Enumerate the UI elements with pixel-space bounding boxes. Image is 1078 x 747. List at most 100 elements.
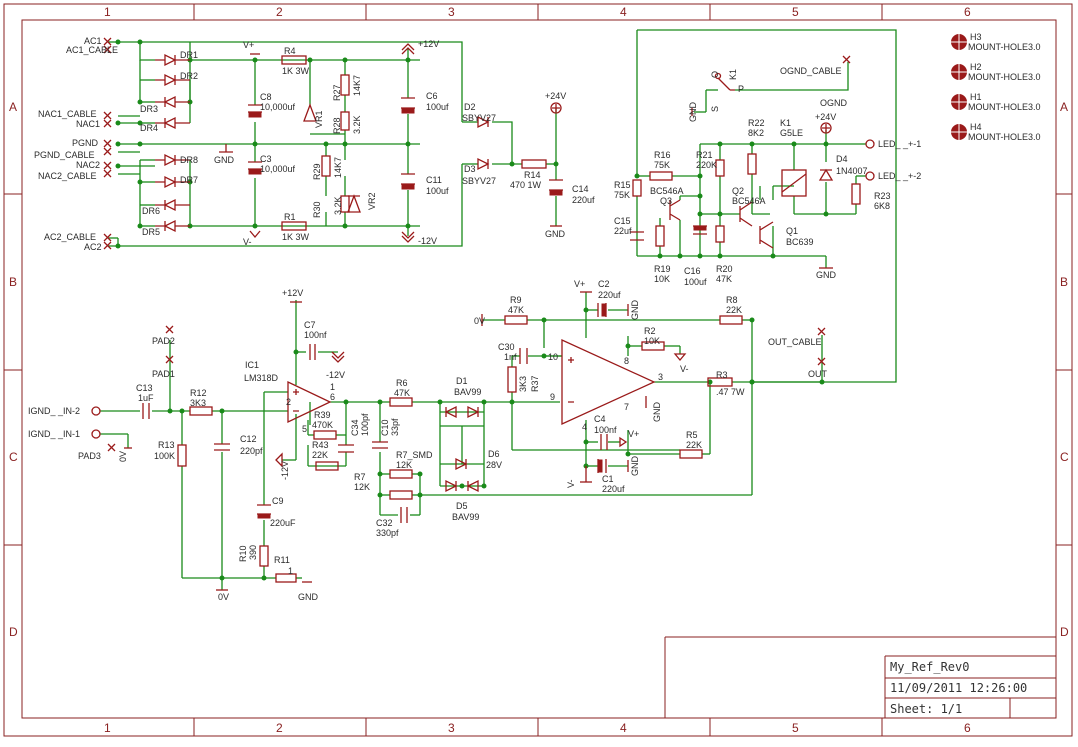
resistor-icon — [655, 225, 665, 247]
capacitor-plate-icon — [601, 303, 607, 317]
r16-value: 75K — [654, 160, 670, 170]
col-label: 4 — [620, 721, 627, 735]
resistor-icon — [340, 74, 350, 96]
h3-label: H3 — [970, 32, 982, 42]
r1-value: 1K 3W — [282, 232, 310, 242]
transistor-icon — [759, 221, 774, 249]
k1-o-label: O — [710, 71, 720, 78]
r7-value: 12K — [354, 482, 370, 492]
c15-label: C15 — [614, 216, 631, 226]
op-amp-icon — [561, 338, 656, 426]
drawing-frame — [3, 3, 1073, 737]
ognd-label: OGND — [820, 98, 848, 108]
c11-value: 100uf — [426, 186, 449, 196]
capacitor-icon — [309, 344, 316, 360]
c6-label: C6 — [426, 91, 438, 101]
r28-label: R28 — [332, 117, 342, 134]
c4-label: C4 — [594, 414, 606, 424]
mount-hole-h4: H4 MOUNT-HOLE3.0 — [951, 122, 1041, 142]
relay-coil-icon — [781, 169, 807, 197]
supply-arrow-icon — [249, 230, 261, 239]
r5-value: 22K — [686, 440, 702, 450]
c30-value: 1nf — [504, 352, 517, 362]
ognd-cable-label: OGND_CABLE — [780, 66, 842, 76]
minus12c-label: -12V — [280, 461, 290, 480]
q2-value: BC546A — [732, 196, 766, 206]
c10-value: 33pf — [390, 418, 400, 436]
r14-label: R14 — [524, 170, 541, 180]
r11-label: R11 — [274, 555, 290, 565]
r2-label: R2 — [644, 326, 656, 336]
q1-value: BC639 — [786, 237, 814, 247]
dr8-label: DR8 — [180, 155, 198, 165]
resistor-icon — [719, 315, 743, 325]
resistor-icon — [851, 183, 861, 205]
op-amp-pins-icon — [293, 389, 299, 412]
pin10-label: 10 — [548, 352, 558, 362]
mount-holes: H3 MOUNT-HOLE3.0 H2 MOUNT-HOLE3.0 H1 MOU… — [951, 32, 1041, 142]
vr1-label: VR1 — [314, 110, 324, 128]
r22-label: R22 — [748, 118, 765, 128]
r3-label: R3 — [716, 370, 728, 380]
row-label: C — [1060, 450, 1069, 464]
input-pin-icon — [91, 406, 101, 416]
c7-label: C7 — [304, 320, 316, 330]
diode-icon — [477, 157, 490, 171]
resistor-icon — [189, 406, 213, 416]
c10-label: C10 — [380, 419, 390, 436]
r28-value: 3.2K — [352, 115, 362, 134]
led-pin-icon — [865, 171, 875, 181]
r16-label: R16 — [654, 150, 671, 160]
k1-s-label: S — [710, 106, 720, 112]
power-supply-wires — [108, 41, 557, 247]
q3-type-label: BC546A — [650, 186, 684, 196]
h1-label: H1 — [970, 92, 982, 102]
r2-value: 10K — [644, 336, 660, 346]
r19-value: 10K — [654, 274, 670, 284]
nac1-cable-label: NAC1_CABLE — [38, 109, 97, 119]
r43-label: R43 — [312, 440, 329, 450]
d5-value: BAV99 — [452, 512, 479, 522]
amplifier-symbols — [91, 291, 826, 591]
connector-x-icon — [165, 325, 174, 334]
pin2-label: 2 — [286, 397, 291, 407]
capacitor-plate-icon — [597, 459, 603, 473]
out-label: OUT — [808, 369, 828, 379]
resistor-icon — [521, 159, 547, 169]
amplifier-labels: IGND_ _IN-2 IGND_ _IN-1 PAD2 PAD1 PAD3 0… — [28, 279, 828, 602]
c9-label: C9 — [272, 496, 284, 506]
capacitor-plate-icon — [549, 189, 563, 196]
k1-label: K1 — [728, 69, 738, 80]
relay-driver-labels: K1 OGND_CABLE OGND GND S P O R16 75K R21… — [614, 66, 921, 287]
r11-pin-label: 1 — [288, 566, 293, 576]
resistor-icon — [715, 159, 725, 177]
r27-label: R27 — [332, 84, 342, 101]
connector-x-icon — [817, 327, 826, 336]
diode-icon — [477, 115, 490, 129]
k1-gnd-label: GND — [688, 102, 698, 123]
capacitor-plate-icon — [248, 111, 262, 118]
r13-label: R13 — [158, 440, 175, 450]
d3-label: D3 — [464, 164, 476, 174]
minus12b-label: -12V — [326, 370, 345, 380]
d1-label: D1 — [456, 376, 468, 386]
plus12b-label: +12V — [282, 288, 303, 298]
r8-label: R8 — [726, 295, 738, 305]
k1-relay-value: G5LE — [780, 128, 803, 138]
h2-label: H2 — [970, 62, 982, 72]
supply-arrow-icon — [275, 452, 283, 468]
resistor-icon — [632, 179, 642, 197]
crosshair-icon — [951, 94, 967, 110]
supply-arrow-icon — [401, 43, 415, 55]
resistor-icon — [340, 195, 350, 213]
connector-x-icon — [842, 55, 851, 64]
resistor-icon — [281, 221, 307, 231]
r7smd-value: 12K — [396, 460, 412, 470]
q2-label: Q2 — [732, 186, 744, 196]
dr6-label: DR6 — [142, 206, 160, 216]
resistor-icon — [321, 155, 331, 177]
c6-value: 100uf — [426, 102, 449, 112]
c3-label: C3 — [260, 154, 272, 164]
resistor-icon — [504, 315, 528, 325]
c14-gnd-label: GND — [545, 229, 566, 239]
